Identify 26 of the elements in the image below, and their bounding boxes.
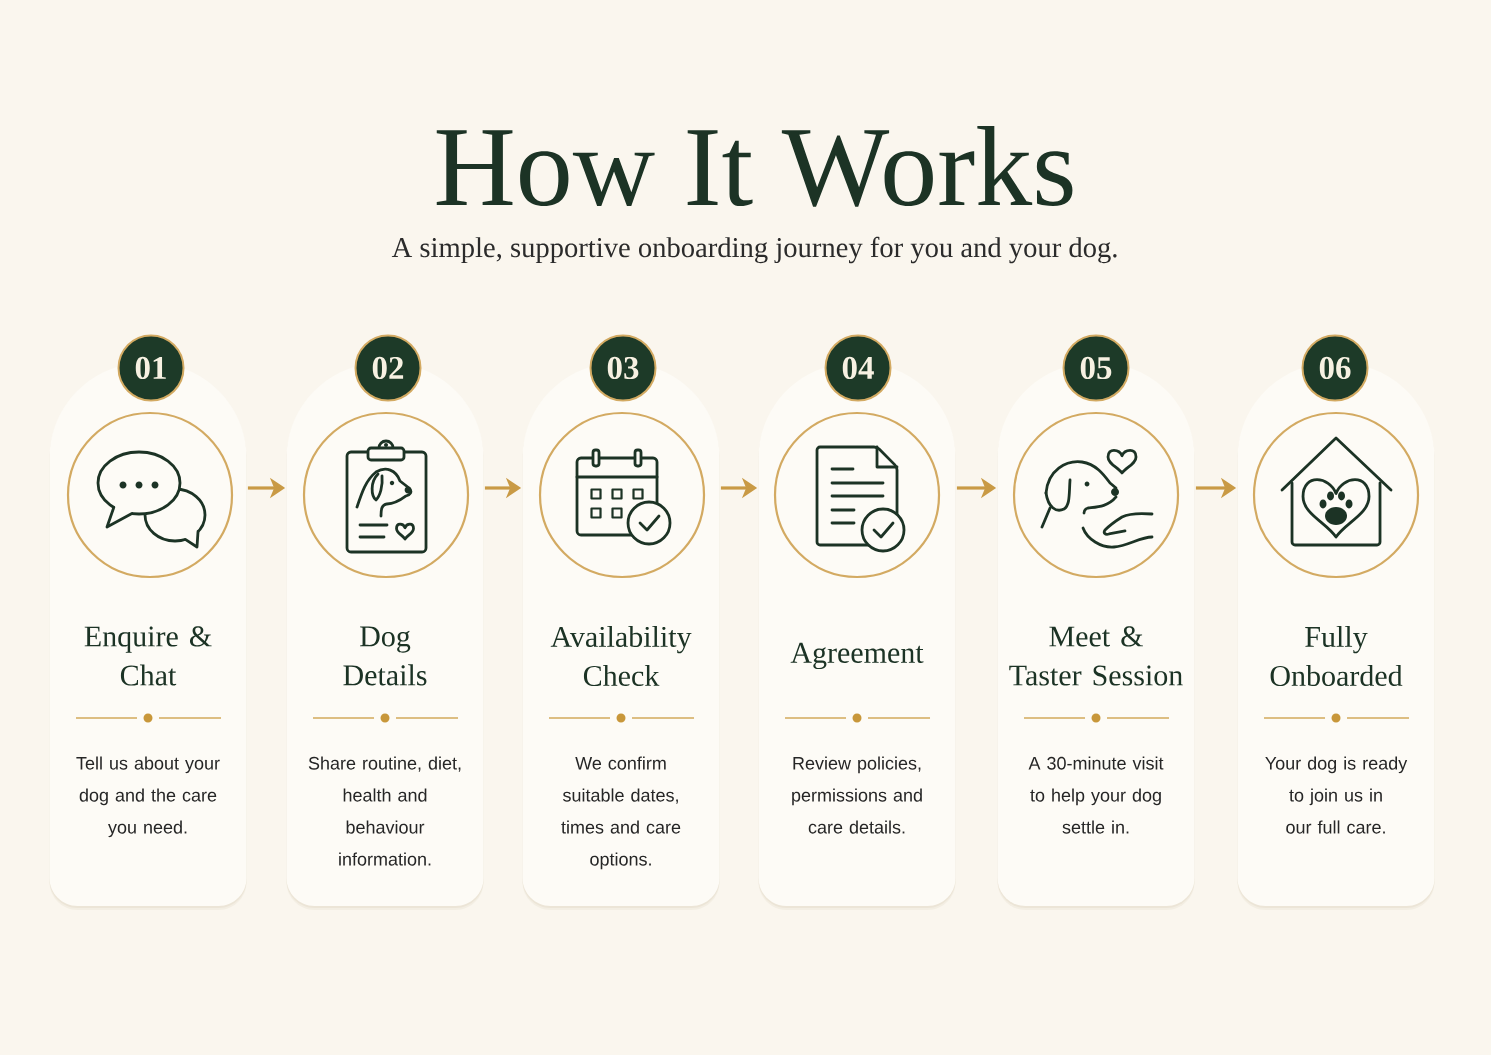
number-badge: 03 — [589, 334, 657, 402]
step-title: Meet & Taster Session — [1009, 626, 1183, 686]
step-card — [49, 334, 247, 910]
step-title: Availability Check — [550, 625, 692, 687]
step-description: Your dog is ready to join us in our full care. — [1265, 756, 1408, 834]
step-card — [758, 334, 956, 910]
step-card — [286, 334, 484, 910]
step-description: Share routine, diet, health and behaviour information. — [308, 756, 461, 866]
step-description: Review policies, permissions and care details. — [792, 756, 922, 834]
step-card — [1237, 334, 1435, 910]
step-title: Dog Details — [343, 626, 427, 686]
number-badge: 05 — [1062, 334, 1130, 402]
step-card — [522, 334, 720, 910]
number-badge: 04 — [824, 334, 892, 402]
subtitle: A simple, supportive onboarding journey for you and your dog. — [391, 236, 1117, 264]
step-description: Tell us about your dog and the care you need. — [76, 756, 220, 838]
step-card — [997, 334, 1195, 910]
number-badge: 01 — [117, 334, 185, 402]
step-description: A 30-minute visit to help your dog settle in. — [1028, 756, 1164, 834]
step-description: We confirm suitable dates, times and care options. — [561, 756, 681, 870]
step-title: Agreement — [790, 642, 924, 670]
number-badge: 06 — [1301, 334, 1369, 402]
number-badge: 02 — [354, 334, 422, 402]
title: How It Works — [436, 125, 1073, 207]
step-title: Fully Onboarded — [1270, 625, 1403, 687]
step-title: Enquire & Chat — [84, 626, 212, 686]
